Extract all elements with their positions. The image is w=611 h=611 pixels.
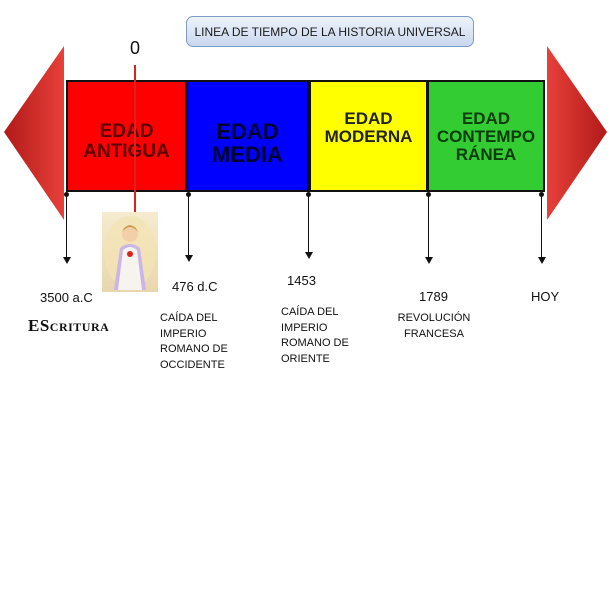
tick-arrow-476 bbox=[185, 255, 193, 262]
tick-dot-1789 bbox=[426, 192, 431, 197]
right-arrow-shape bbox=[547, 46, 607, 220]
era-antigua-line2: ANTIGUA bbox=[83, 140, 170, 162]
era-contemporanea-line2: CONTEMPO bbox=[436, 126, 536, 146]
tick-dot-hoy bbox=[539, 192, 544, 197]
date-476-dc: 476 d.C bbox=[172, 279, 218, 294]
era-contemporanea-line1: EDAD bbox=[461, 109, 511, 128]
era-moderna: EDAD MODERNA bbox=[309, 80, 428, 192]
left-arrow-shape bbox=[4, 46, 64, 220]
era-contemporanea-line3: RÁNEA bbox=[455, 144, 517, 164]
event-line: ORIENTE bbox=[281, 352, 330, 365]
era-media-line1: EDAD bbox=[216, 119, 279, 144]
event-line: IMPERIO bbox=[281, 321, 328, 334]
zero-label: 0 bbox=[129, 38, 140, 58]
event-caida-oriente: CAÍDA DEL IMPERIO ROMANO DE ORIENTE bbox=[281, 305, 349, 367]
zero-line bbox=[134, 65, 136, 215]
era-moderna-line1: EDAD bbox=[344, 109, 393, 128]
tick-line-hoy bbox=[541, 195, 542, 258]
child-figure-icon bbox=[104, 216, 156, 290]
event-caida-occidente: CAÍDA DEL IMPERIO ROMANO DE OCCIDENTE bbox=[160, 311, 228, 373]
event-line: CAÍDA DEL bbox=[281, 306, 339, 318]
date-1453: 1453 bbox=[287, 273, 316, 288]
date-3500-ac: 3500 a.C bbox=[40, 290, 93, 305]
tick-arrow-1453 bbox=[305, 252, 313, 259]
era-contemporanea: EDAD CONTEMPO RÁNEA bbox=[427, 80, 545, 192]
tick-dot-476 bbox=[186, 192, 191, 197]
era-media: EDAD MEDIA bbox=[186, 80, 309, 192]
event-escritura: ESCRITURA bbox=[28, 316, 109, 336]
date-hoy: HOY bbox=[531, 289, 560, 304]
tick-arrow-1789 bbox=[425, 257, 433, 264]
era-antigua-line1: EDAD bbox=[99, 121, 154, 142]
event-revolucion-francesa: REVOLUCIÓN FRANCESA bbox=[396, 311, 472, 342]
tick-line-3500 bbox=[66, 195, 67, 258]
tick-arrow-hoy bbox=[538, 257, 546, 264]
event-line: REVOLUCIÓN bbox=[397, 312, 471, 324]
event-line: IMPERIO bbox=[160, 327, 207, 340]
event-line: ROMANO DE bbox=[160, 343, 228, 355]
event-line: CAÍDA DEL bbox=[160, 312, 218, 324]
tick-dot-3500 bbox=[64, 192, 69, 197]
era-media-line2: MEDIA bbox=[212, 142, 283, 168]
jesus-child-image bbox=[102, 212, 158, 292]
event-line: FRANCESA bbox=[404, 327, 464, 340]
tick-line-476 bbox=[188, 195, 189, 256]
tick-line-1453 bbox=[308, 195, 309, 253]
date-1789: 1789 bbox=[419, 289, 448, 304]
tick-line-1789 bbox=[428, 195, 429, 258]
tick-dot-1453 bbox=[306, 192, 311, 197]
event-line: OCCIDENTE bbox=[160, 358, 225, 371]
event-escritura-initial: ES bbox=[28, 316, 50, 335]
era-moderna-line2: MODERNA bbox=[324, 126, 413, 146]
event-line: ROMANO DE bbox=[281, 337, 349, 349]
era-antigua: EDAD ANTIGUA bbox=[66, 80, 187, 192]
event-escritura-rest: CRITURA bbox=[49, 320, 110, 334]
tick-arrow-3500 bbox=[63, 257, 71, 264]
timeline-title: LINEA DE TIEMPO DE LA HISTORIA UNIVERSAL bbox=[186, 16, 474, 47]
